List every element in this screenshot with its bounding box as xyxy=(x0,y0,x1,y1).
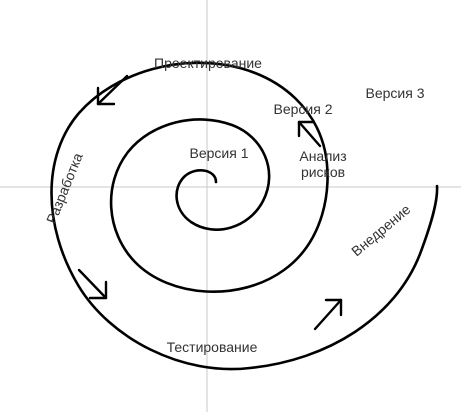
version-3-label: Версия 3 xyxy=(366,85,425,101)
arrow-risk-analysis xyxy=(297,120,322,148)
risk-analysis-label-line1: Анализ xyxy=(299,148,346,164)
testing-label: Тестирование xyxy=(167,339,258,355)
spiral-curve xyxy=(50,61,439,371)
version-2-label: Версия 2 xyxy=(274,101,333,117)
risk-analysis-label-line2: рисков xyxy=(301,164,345,180)
design-label: Проектирование xyxy=(154,55,262,71)
development-label: Разработка xyxy=(43,150,86,225)
arrow-development-to-testing xyxy=(77,268,108,300)
arrow-testing-to-deployment xyxy=(313,298,343,331)
deployment-label: Внедрение xyxy=(348,201,413,259)
version-1-label: Версия 1 xyxy=(190,145,249,161)
arrow-design-to-development xyxy=(96,74,129,106)
